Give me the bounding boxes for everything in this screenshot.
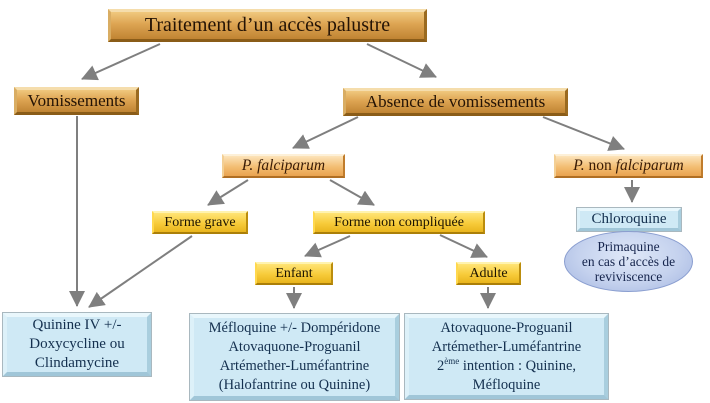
node-adulte: Adulte <box>456 262 521 285</box>
node-atovaquone-adulte: Atovaquone-Proguanil Artémether-Luméfant… <box>405 314 608 399</box>
node-p-non-falciparum: P. non falciparum <box>554 154 703 178</box>
node-title-label: Traitement d’un accès palustre <box>144 14 391 36</box>
node-primaquine-label: Primaquine en cas d’accès de reviviscenc… <box>581 239 676 284</box>
node-forme-non-compliquee: Forme non compliquée <box>313 211 485 234</box>
node-vomissements: Vomissements <box>14 87 139 115</box>
node-absence-de-vomissements: Absence de vomissements <box>343 88 568 116</box>
node-enfant: Enfant <box>255 262 333 285</box>
node-forme-grave-label: Forme grave <box>164 214 236 230</box>
node-chloroquine-label: Chloroquine <box>591 211 667 227</box>
node-title: Traitement d’un accès palustre <box>108 9 427 42</box>
node-enfant-label: Enfant <box>275 265 313 281</box>
node-forme-non-compliquee-label: Forme non compliquée <box>334 214 464 230</box>
node-quinine-iv: Quinine IV +/- Doxycycline ou Clindamyci… <box>3 313 151 376</box>
node-mefloquine-enfant-label: Méfloquine +/- Dompéridone Atovaquone-Pr… <box>208 320 381 393</box>
node-p-non-falciparum-label: P. non falciparum <box>573 157 684 174</box>
node-atovaquone-adulte-label: Atovaquone-Proguanil Artémether-Luméfant… <box>431 319 582 393</box>
node-adulte-label: Adulte <box>469 265 508 281</box>
node-primaquine-ellipse: Primaquine en cas d’accès de reviviscenc… <box>564 231 693 292</box>
node-vomissements-label: Vomissements <box>27 91 126 110</box>
node-forme-grave: Forme grave <box>152 211 248 234</box>
node-quinine-iv-label: Quinine IV +/- Doxycycline ou Clindamyci… <box>29 317 125 371</box>
node-p-falciparum-label: P. falciparum <box>241 157 326 174</box>
node-absence-label: Absence de vomissements <box>365 92 546 111</box>
node-p-falciparum: P. falciparum <box>222 154 345 178</box>
node-chloroquine: Chloroquine <box>577 208 681 231</box>
node-mefloquine-enfant: Méfloquine +/- Dompéridone Atovaquone-Pr… <box>190 314 399 400</box>
